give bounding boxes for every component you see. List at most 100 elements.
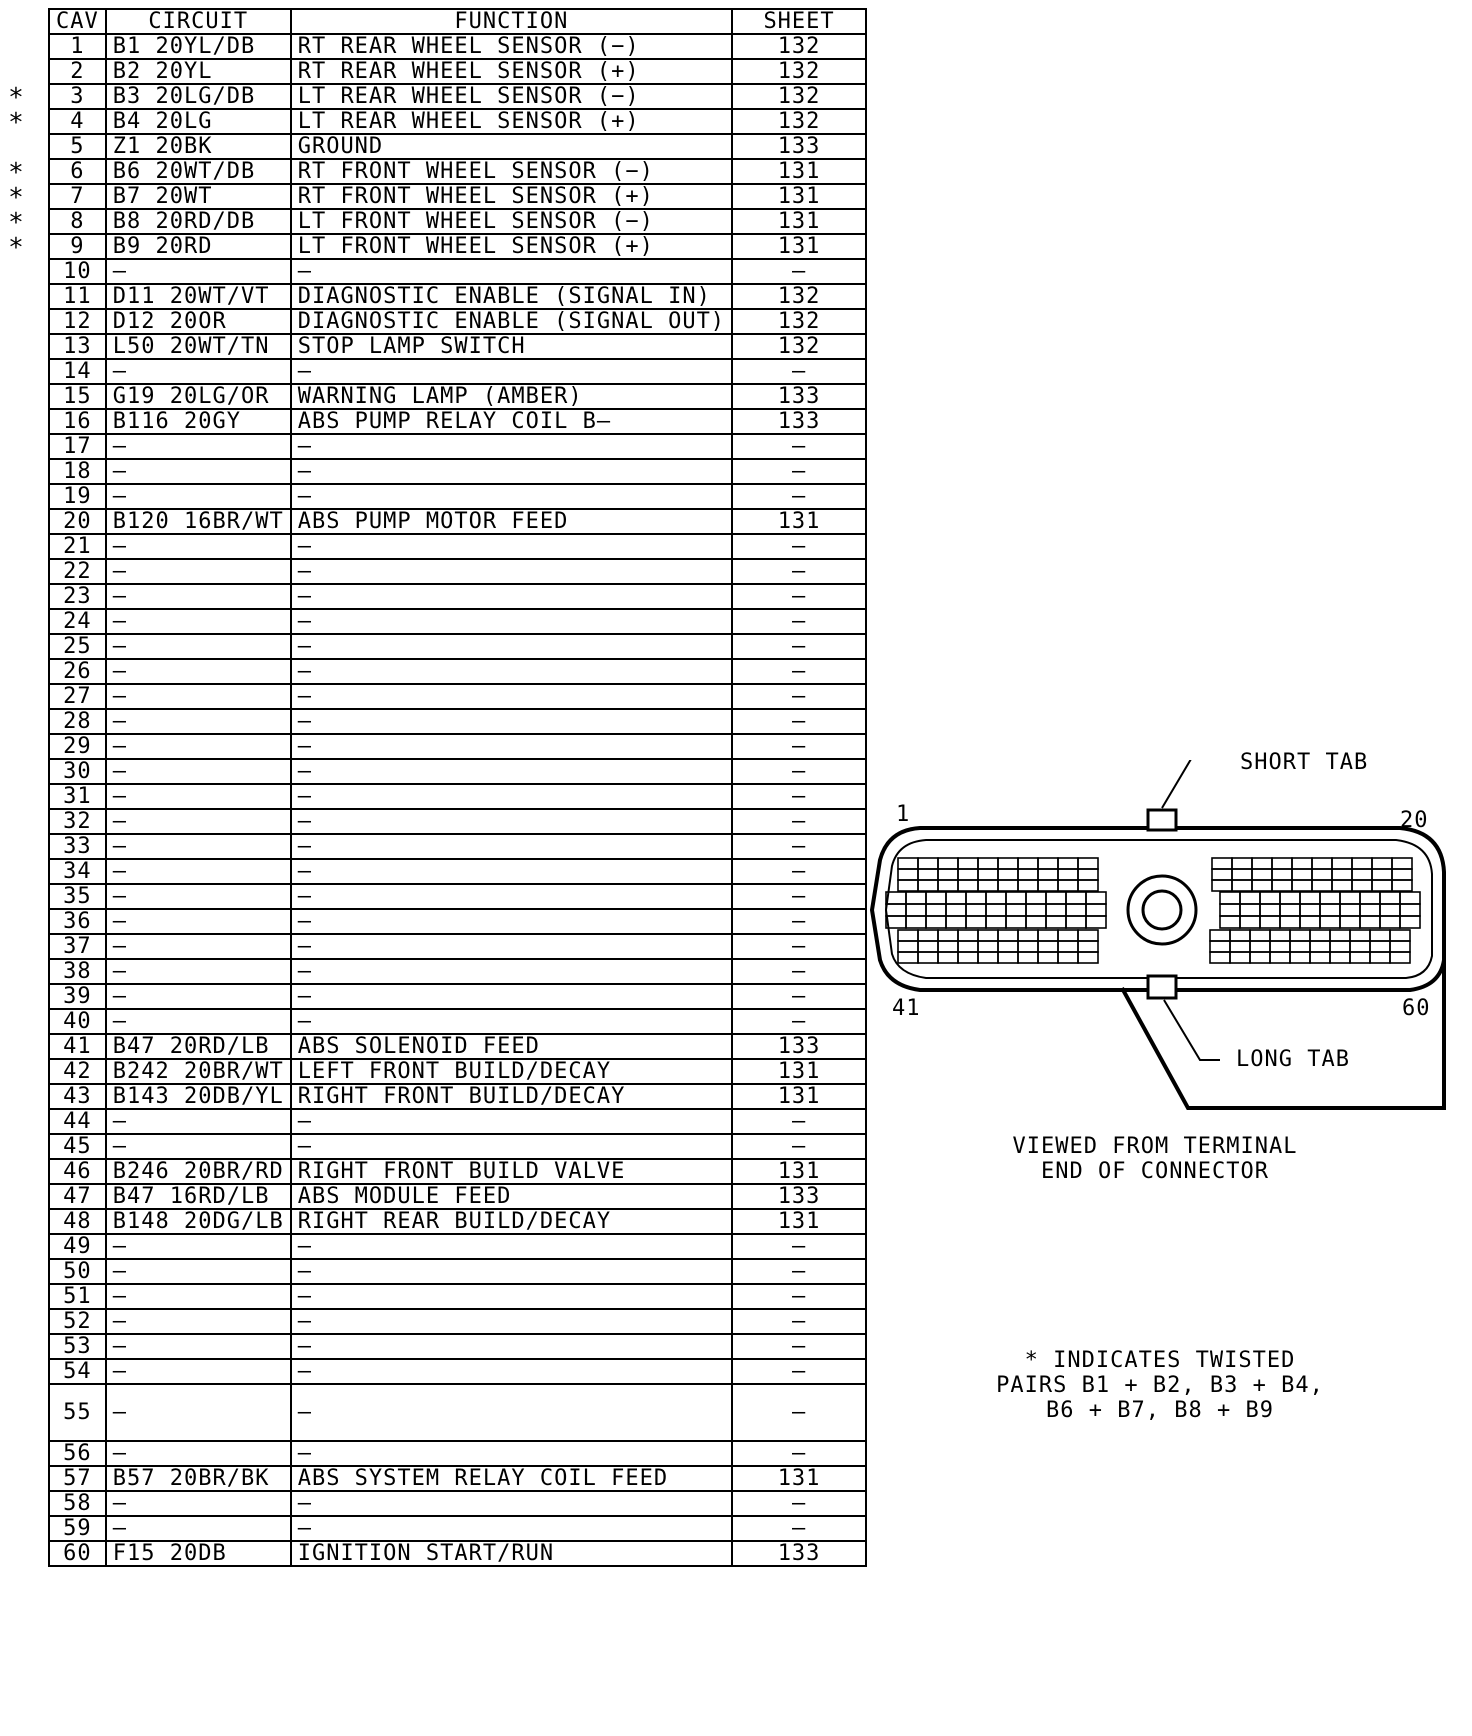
cav-cell: 42 <box>48 1058 107 1085</box>
terminal-cavity <box>1057 857 1079 870</box>
terminal-cavity <box>1351 857 1373 870</box>
sheet-cell: — <box>731 1133 868 1160</box>
terminal-cavity <box>905 915 927 929</box>
table-row: 40——— <box>48 1008 868 1035</box>
cav-cell: 8 <box>48 208 107 235</box>
terminal-cavity <box>1045 891 1067 905</box>
function-cell: — <box>289 1440 734 1467</box>
table-row: 37——— <box>48 933 868 960</box>
circuit-cell: B57 20BR/BK <box>104 1465 292 1492</box>
function-cell: RT REAR WHEEL SENSOR (+) <box>289 58 734 85</box>
cav-cell: 13 <box>48 333 107 360</box>
header-circuit: CIRCUIT <box>104 8 292 35</box>
circuit-cell: B7 20WT <box>104 183 292 210</box>
terminal-cavity <box>1319 903 1341 917</box>
cav-cell: 39 <box>48 983 107 1010</box>
terminal-cavity <box>1309 940 1331 953</box>
long-tab <box>1146 974 1178 1000</box>
terminal-cavity <box>917 879 939 892</box>
function-cell: RT FRONT WHEEL SENSOR (−) <box>289 158 734 185</box>
terminal-cavity <box>1085 903 1107 917</box>
cav-cell: 45 <box>48 1133 107 1160</box>
terminal-cavity <box>1299 915 1321 929</box>
table-row: 24——— <box>48 608 868 635</box>
table-row: 36——— <box>48 908 868 935</box>
circuit-cell: — <box>104 458 292 485</box>
cav-cell: 44 <box>48 1108 107 1135</box>
circuit-cell: B3 20LG/DB <box>104 83 292 110</box>
function-cell: RIGHT FRONT BUILD/DECAY <box>289 1083 734 1110</box>
terminal-cavity <box>1057 940 1079 953</box>
cav-cell: 41 <box>48 1033 107 1060</box>
terminal-cavity <box>1065 903 1087 917</box>
terminal-cavity <box>1289 940 1311 953</box>
sheet-cell: 131 <box>731 183 868 210</box>
terminal-cavity <box>1339 903 1361 917</box>
terminal-cavity <box>1037 879 1059 892</box>
terminal-cavity <box>1351 879 1373 892</box>
table-row: 56——— <box>48 1440 868 1467</box>
terminal-cavity <box>977 868 999 881</box>
sheet-cell: — <box>731 1008 868 1035</box>
circuit-cell: — <box>104 883 292 910</box>
cav-cell: 33 <box>48 833 107 860</box>
table-row: 32——— <box>48 808 868 835</box>
sheet-cell: 132 <box>731 33 868 60</box>
twisted-pairs-note: * INDICATES TWISTED PAIRS B1 + B2, B3 + … <box>996 1348 1324 1423</box>
sheet-cell: — <box>731 833 868 860</box>
long-tab-label: LONG TAB <box>1236 1047 1350 1072</box>
terminal-cavity <box>1077 879 1099 892</box>
cav-cell: 29 <box>48 733 107 760</box>
terminal-cavity <box>1391 879 1413 892</box>
cav-cell: 58 <box>48 1490 107 1517</box>
terminal-cavity <box>1349 951 1371 964</box>
circuit-cell: — <box>104 1258 292 1285</box>
cav-cell: 40 <box>48 1008 107 1035</box>
table-row: 55——— <box>48 1383 868 1442</box>
terminal-cavity <box>997 879 1019 892</box>
terminal-cavity <box>997 940 1019 953</box>
cav-cell: 37 <box>48 933 107 960</box>
terminal-cavity <box>1077 857 1099 870</box>
circuit-cell: — <box>104 1133 292 1160</box>
function-cell: LT FRONT WHEEL SENSOR (−) <box>289 208 734 235</box>
sheet-cell: — <box>731 458 868 485</box>
sheet-cell: — <box>731 483 868 510</box>
function-cell: — <box>289 1308 734 1335</box>
header-function: FUNCTION <box>289 8 734 35</box>
terminal-cavity <box>1309 929 1331 942</box>
sheet-cell: — <box>731 708 868 735</box>
terminal-cavity <box>1045 903 1067 917</box>
function-cell: — <box>289 683 734 710</box>
sheet-cell: — <box>731 858 868 885</box>
terminal-cavity <box>977 857 999 870</box>
terminal-cavity <box>1017 951 1039 964</box>
terminal-cavity <box>1037 951 1059 964</box>
cav-cell: 14 <box>48 358 107 385</box>
circuit-cell: L50 20WT/TN <box>104 333 292 360</box>
circuit-cell: B47 16RD/LB <box>104 1183 292 1210</box>
terminal-cavity <box>1399 891 1421 905</box>
terminal-cavity <box>1209 929 1231 942</box>
function-cell: LT REAR WHEEL SENSOR (+) <box>289 108 734 135</box>
terminal-cavity <box>937 857 959 870</box>
connector-view-caption: VIEWED FROM TERMINAL END OF CONNECTOR <box>1012 1134 1298 1184</box>
center-post-outer <box>1126 874 1198 946</box>
terminal-cavity <box>917 857 939 870</box>
table-row: 19——— <box>48 483 868 510</box>
terminal-cavity <box>977 929 999 942</box>
function-cell: LEFT FRONT BUILD/DECAY <box>289 1058 734 1085</box>
connector-housing <box>869 826 1446 992</box>
function-cell: — <box>289 1133 734 1160</box>
cav-cell: 16 <box>48 408 107 435</box>
terminal-cavity <box>1057 929 1079 942</box>
twisted-pair-star: * <box>8 233 24 263</box>
circuit-cell: — <box>104 833 292 860</box>
terminal-cavity <box>897 929 919 942</box>
cav-cell: 50 <box>48 1258 107 1285</box>
